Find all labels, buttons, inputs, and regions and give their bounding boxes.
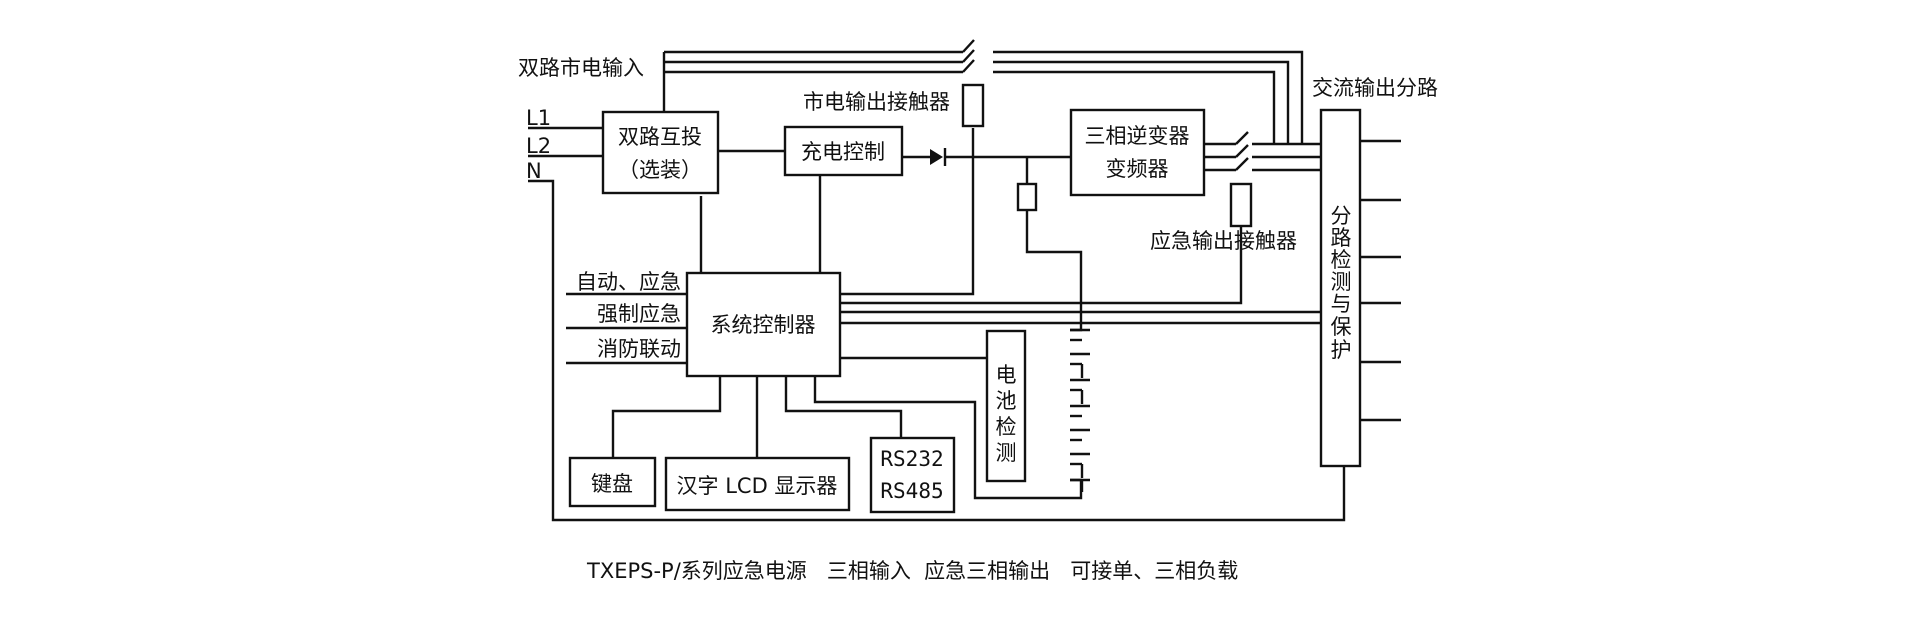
l1-label: L1: [526, 106, 551, 130]
lcd-display-box: 汉字 LCD 显示器: [664, 456, 851, 512]
battery-detect-char-4: 测: [996, 441, 1017, 465]
branch-detect-char-4: 测: [1331, 270, 1352, 294]
charge-control-label: 充电控制: [801, 140, 885, 164]
resistor-icon: [1016, 182, 1038, 212]
auto-emergency-label: 自动、应急: [576, 270, 681, 294]
branch-detect-char-5: 与: [1331, 292, 1352, 316]
diagram-caption: TXEPS-P/系列应急电源 三相输入 应急三相输出 可接单、三相负载: [586, 559, 1238, 583]
dual-switch-title: 双路互投: [618, 125, 702, 149]
branch-detect-char-2: 路: [1331, 226, 1352, 250]
diode-icon: [930, 148, 947, 166]
system-controller-box: 系统控制器: [685, 271, 842, 378]
forced-emergency-label: 强制应急: [597, 302, 681, 326]
rs485-label: RS485: [880, 479, 943, 503]
fire-linkage-label: 消防联动: [597, 337, 681, 361]
ac-output-branch-label: 交流输出分路: [1312, 76, 1438, 100]
charge-control-box: 充电控制: [783, 125, 904, 177]
battery-detect-char-2: 池: [996, 389, 1017, 413]
battery-stack-icon: [1070, 328, 1090, 492]
n-label: N: [526, 159, 542, 183]
dual-mains-input-label: 双路市电输入: [518, 56, 644, 80]
battery-detect-char-3: 检: [996, 415, 1017, 439]
system-controller-label: 系统控制器: [711, 313, 816, 337]
lcd-display-label: 汉字 LCD 显示器: [677, 474, 838, 498]
keyboard-label: 键盘: [591, 472, 633, 496]
dual-switch-box: 双路互投 （选装）: [601, 110, 720, 195]
l2-label: L2: [526, 134, 551, 158]
inverter-box: 三相逆变器 变频器: [1069, 108, 1206, 197]
dual-switch-optional: （选装）: [618, 158, 702, 182]
emergency-contactor-label: 应急输出接触器: [1150, 229, 1297, 253]
keyboard-box: 键盘: [568, 456, 657, 508]
branch-detect-char-3: 检: [1331, 248, 1352, 272]
branch-detect-char-1: 分: [1331, 204, 1352, 228]
battery-detect-box: 电 池 检 测: [985, 329, 1027, 483]
mains-contactor-label: 市电输出接触器: [803, 90, 950, 114]
branch-detect-char-6: 保: [1331, 315, 1352, 339]
branch-detect-box: 分 路 检 测 与 保 护: [1319, 108, 1362, 468]
mains-contactor-coil: [961, 83, 985, 128]
branch-detect-char-7: 护: [1331, 338, 1352, 362]
rs-port-box: RS232 RS485: [869, 436, 956, 514]
emergency-contactor-coil: [1229, 182, 1253, 228]
rs232-label: RS232: [880, 447, 943, 471]
inverter-title: 三相逆变器: [1085, 124, 1190, 148]
battery-detect-char-1: 电: [996, 363, 1017, 387]
inverter-vfd: 变频器: [1106, 157, 1169, 181]
